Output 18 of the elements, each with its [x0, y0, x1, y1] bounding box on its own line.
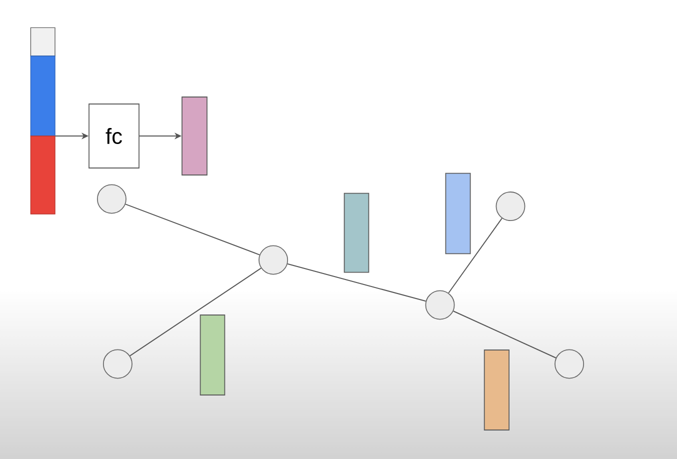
connector-line — [125, 204, 260, 256]
connector-line — [452, 310, 556, 358]
feature-bar — [445, 172, 471, 254]
node-circle — [102, 349, 132, 379]
feature-bar — [200, 314, 226, 396]
node-circle — [425, 290, 455, 320]
connector-line — [287, 263, 426, 302]
node-circle — [258, 245, 288, 275]
node-circle — [496, 192, 526, 222]
layer-box: fc — [88, 104, 140, 168]
node-circle — [96, 184, 126, 214]
node-circle — [554, 349, 584, 379]
feature-bar — [344, 192, 370, 273]
feature-bar — [182, 96, 208, 176]
feature-bar — [484, 350, 510, 430]
connector-line — [448, 218, 502, 294]
connector-line — [129, 268, 262, 356]
stacked-vector-bar — [30, 27, 56, 214]
